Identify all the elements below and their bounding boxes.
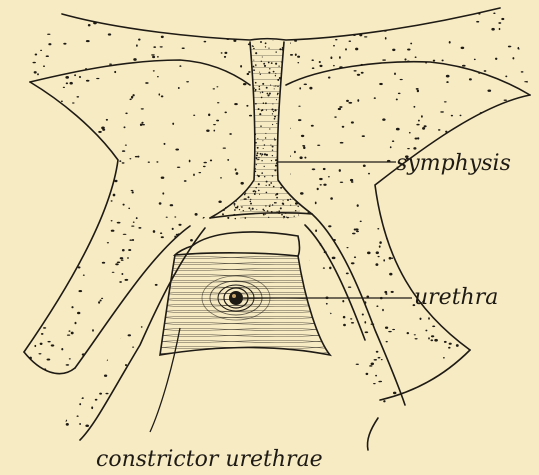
right-upper-curve xyxy=(286,62,530,95)
left-upper-curve xyxy=(30,60,250,85)
leader-lines xyxy=(150,162,412,432)
left-bottom-curve xyxy=(24,352,75,374)
right-outer-edge xyxy=(375,95,530,350)
label-symphysis: symphysis xyxy=(396,151,511,176)
left-outer-edge xyxy=(24,82,118,352)
symphysis-right xyxy=(277,42,312,214)
urethra-highlight xyxy=(232,294,236,298)
label-constrictor-urethrae: constrictor urethrae xyxy=(96,447,323,472)
right-spur xyxy=(367,418,378,450)
pubic-arch-opening xyxy=(175,232,300,256)
symphysis-left xyxy=(210,42,255,218)
label-urethra: urethra xyxy=(414,285,498,310)
top-contour xyxy=(62,8,500,40)
urethra-lumen xyxy=(229,291,243,305)
constrictor-leader xyxy=(150,328,180,432)
outline-strokes xyxy=(24,8,530,450)
right-arch-outer xyxy=(312,214,405,405)
